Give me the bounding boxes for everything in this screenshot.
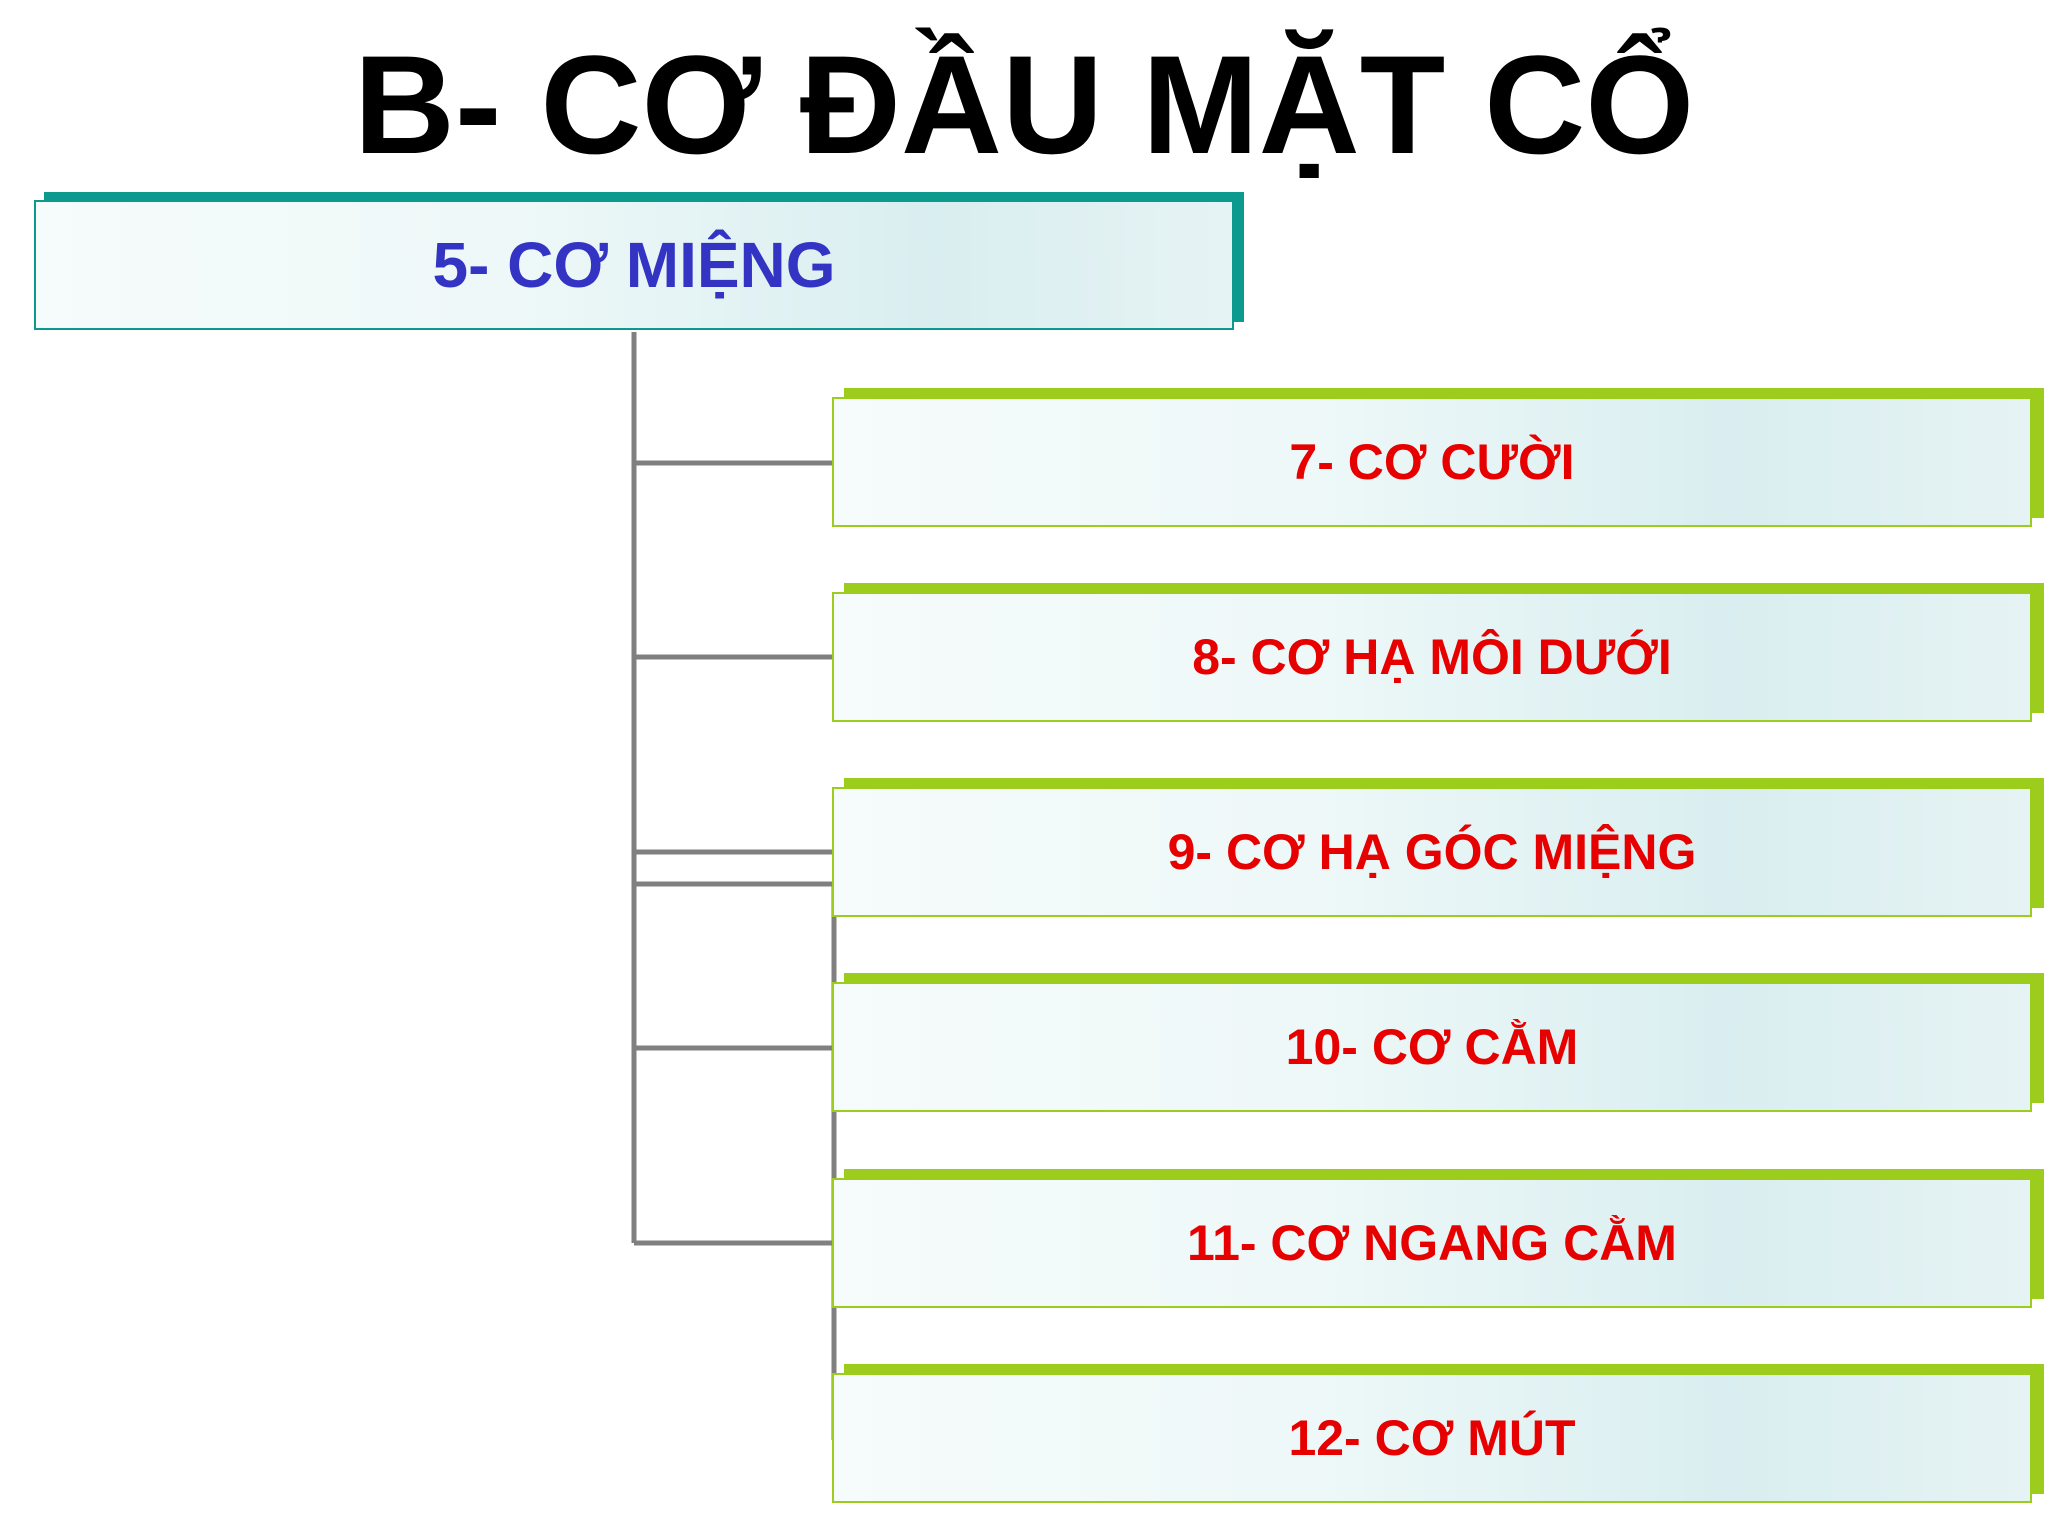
child-node-box-11: 11- CƠ NGANG CẰM [832,1178,2032,1308]
root-node-label: 5- CƠ MIỆNG [432,229,836,301]
child-node-label: 11- CƠ NGANG CẰM [1187,1215,1677,1271]
root-node-box: 5- CƠ MIỆNG [34,200,1234,330]
child-node-label: 8- CƠ HẠ MÔI DƯỚI [1192,629,1672,685]
child-node-box-12: 12- CƠ MÚT [832,1373,2032,1503]
child-node-box-7: 7- CƠ CƯỜI [832,397,2032,527]
child-node-box-10: 10- CƠ CẰM [832,982,2032,1112]
page-title: B- CƠ ĐẦU MẶT CỔ [353,26,1695,183]
child-node-label: 12- CƠ MÚT [1288,1410,1576,1466]
child-node-label: 7- CƠ CƯỜI [1289,434,1575,490]
child-node-label: 9- CƠ HẠ GÓC MIỆNG [1167,824,1697,880]
child-node-box-8: 8- CƠ HẠ MÔI DƯỚI [832,592,2032,722]
child-node-box-9: 9- CƠ HẠ GÓC MIỆNG [832,787,2032,917]
child-node-label: 10- CƠ CẰM [1285,1019,1579,1075]
